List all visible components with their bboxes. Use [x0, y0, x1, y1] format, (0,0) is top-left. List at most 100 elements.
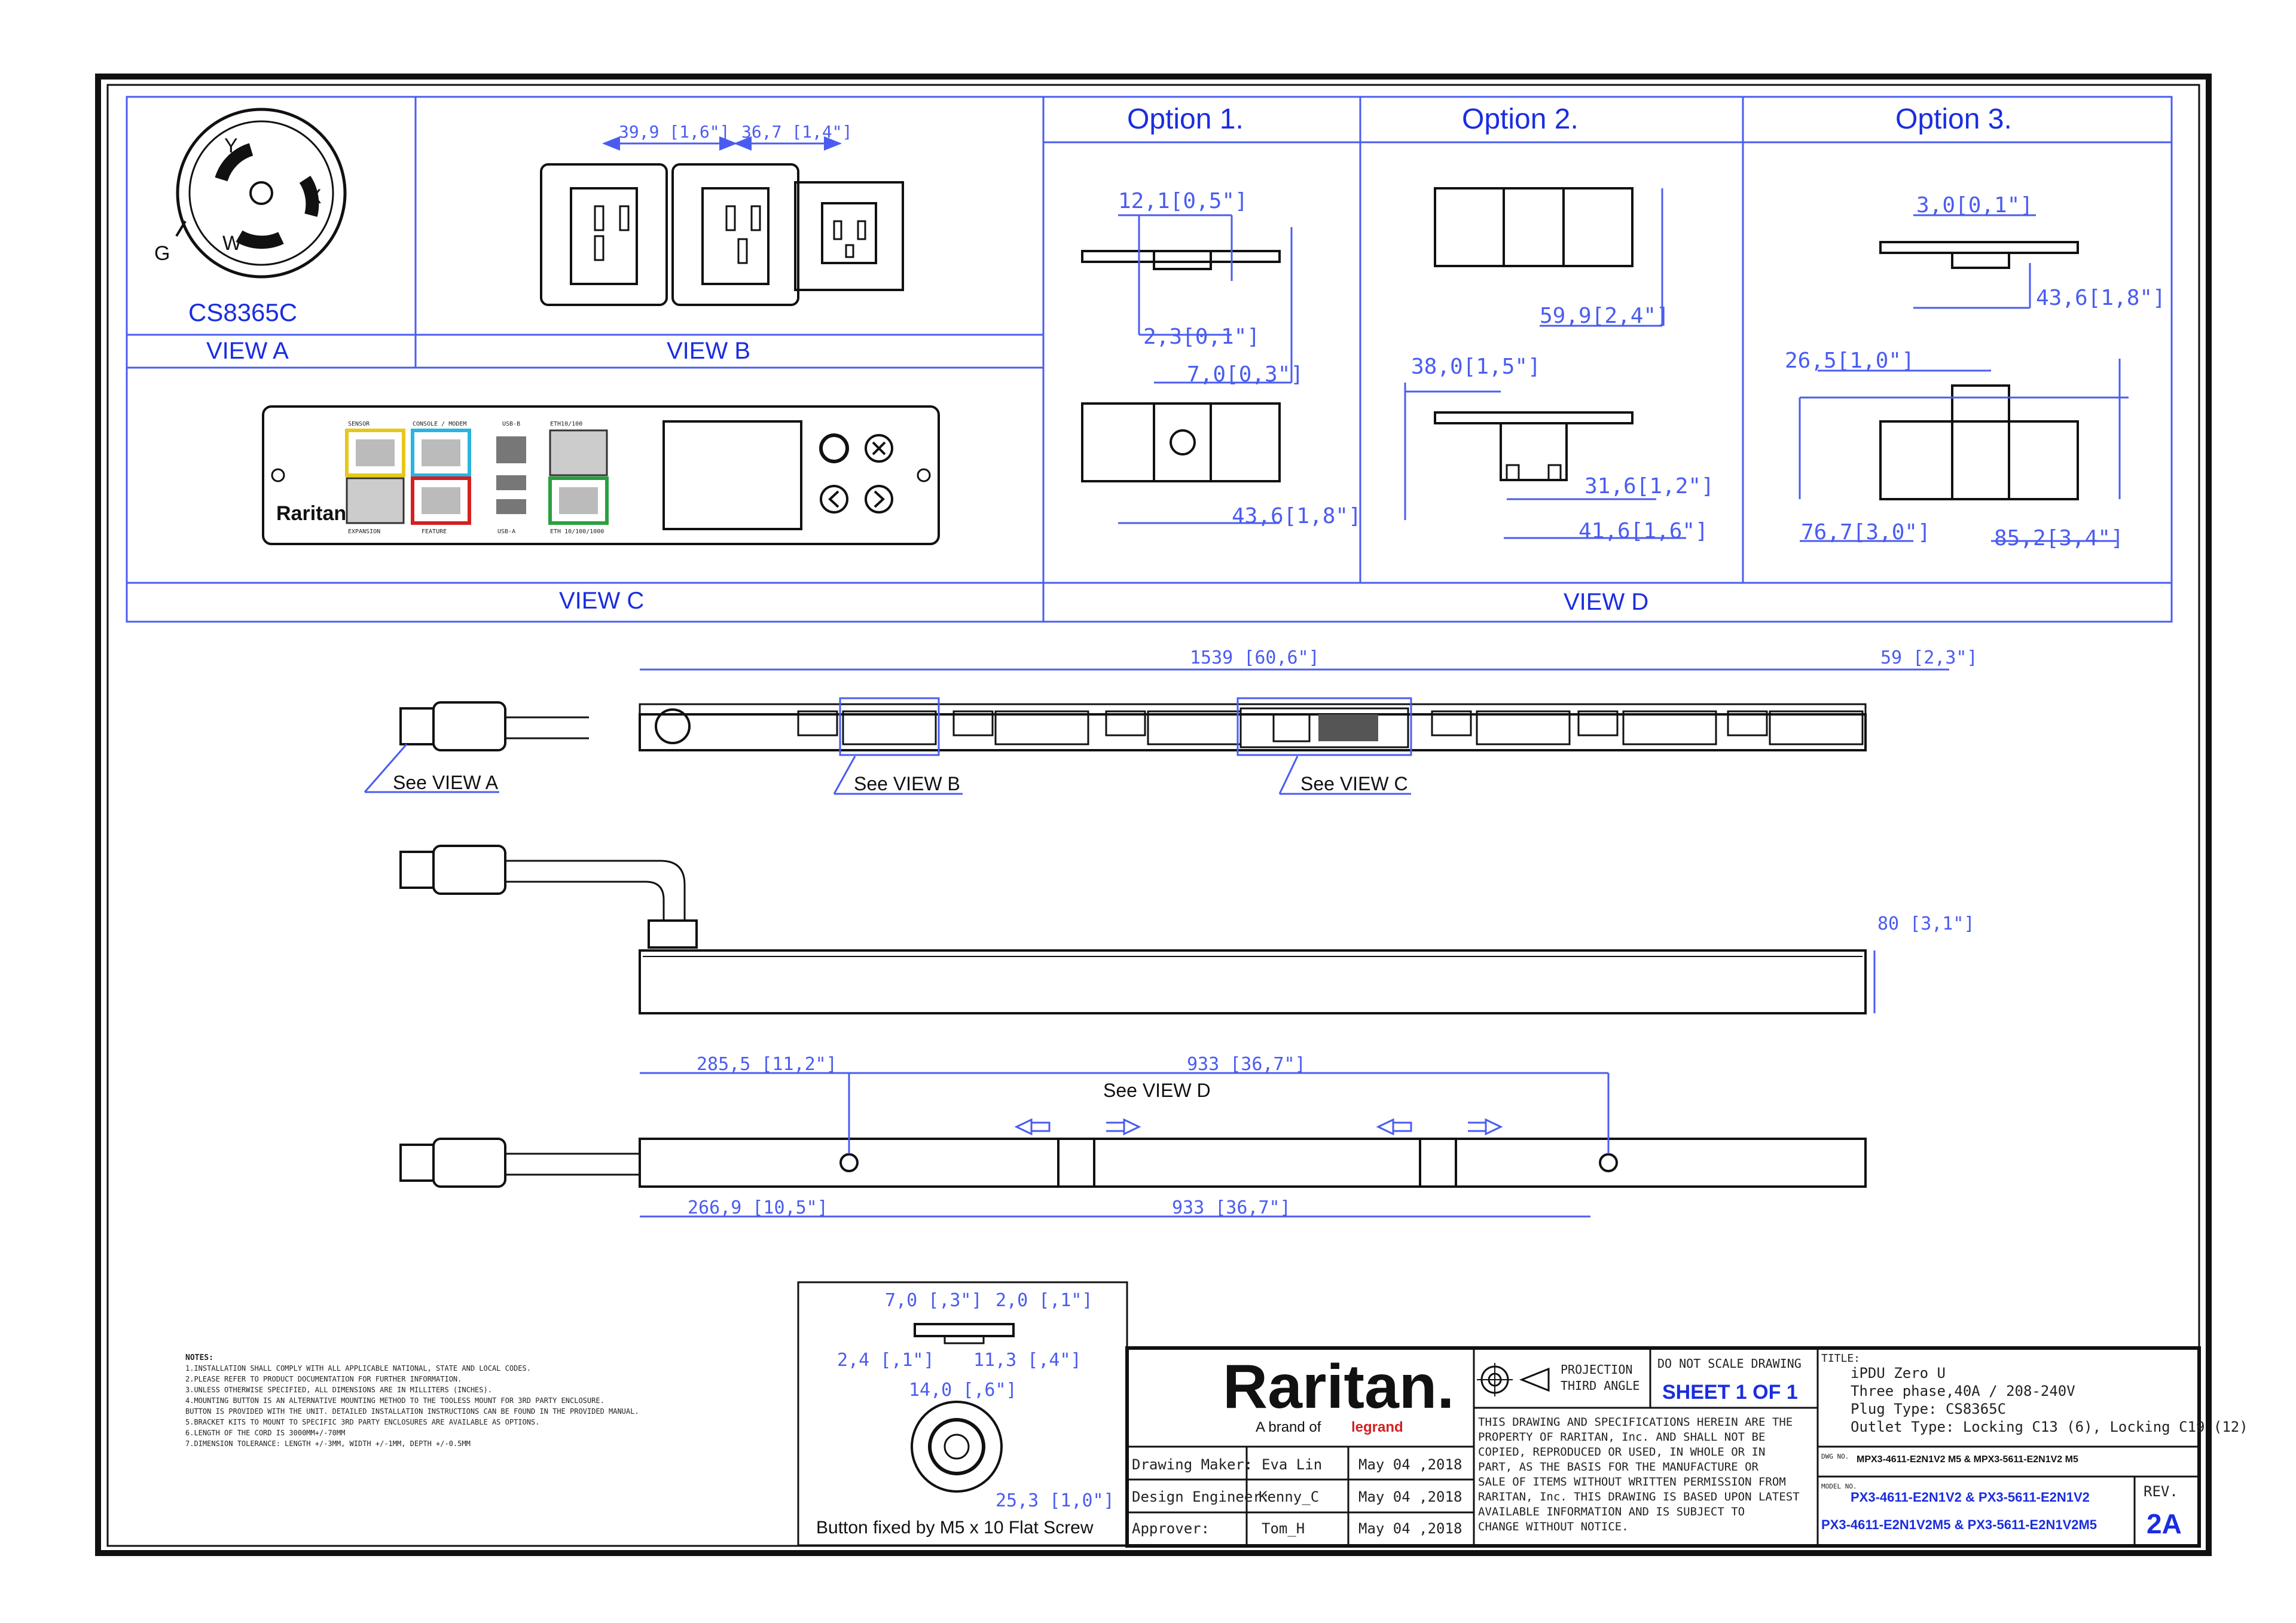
disclaimer-line: CHANGE WITHOUT NOTICE. [1478, 1520, 1629, 1533]
opt2-dim-1: 59,9[2,4"] [1540, 304, 1669, 328]
model-number-1: PX3-4611-E2N1V2 & PX3-5611-E2N1V2 [1851, 1490, 2090, 1505]
back-dim-2: 933 [36,7"] [1187, 1054, 1306, 1075]
pdu-front-view: 1539 [60,6"] 59 [2,3"] See VIEW A See VI… [364, 647, 1978, 795]
pin-y-label: Y [224, 135, 238, 157]
model-no-label: MODEL NO. [1821, 1483, 1857, 1490]
view-c-controller: Raritan SENSOR CONSOLE / MODEM USB-B ETH… [262, 405, 940, 545]
view-a-plug-face: Y X W G CS8365C [154, 108, 347, 326]
raritan-logo: Raritan. [1223, 1352, 1454, 1422]
pin-g-label: G [154, 242, 170, 265]
title-line: Three phase,40A / 208-240V [1851, 1383, 2075, 1399]
opt2-dim-3: 31,6[1,2"] [1584, 474, 1714, 499]
title-line: Outlet Type: Locking C13 (6), Locking C1… [1851, 1419, 2248, 1435]
opt3-dim-4: 76,7[3,0"] [1801, 520, 1931, 545]
option-1-drawing: 12,1[0,5"] 2,3[0,1"] 7,0[0,3"] 43,6[1,8"… [1081, 189, 1361, 528]
projection-angle: THIRD ANGLE [1561, 1379, 1639, 1393]
button-detail: 7,0 [,3"] 2,0 [,1"] 2,4 [,1"] 11,3 [,4"]… [797, 1281, 1128, 1546]
opt1-dim-3: 7,0[0,3"] [1187, 362, 1303, 387]
see-view-c: See VIEW C [1300, 773, 1408, 794]
opt1-dim-1: 12,1[0,5"] [1118, 189, 1248, 213]
note-line: 6.LENGTH OF THE CORD IS 3000MM+/-70MM [185, 1429, 345, 1437]
disclaimer-line: THIS DRAWING AND SPECIFICATIONS HEREIN A… [1478, 1416, 1793, 1429]
engineer-date: May 04 ,2018 [1358, 1488, 1462, 1505]
back-dim-3: 266,9 [10,5"] [688, 1197, 828, 1218]
port-label-console: CONSOLE / MODEM [413, 421, 466, 427]
sheet-number: SHEET 1 OF 1 [1662, 1381, 1798, 1404]
opt1-dim-4: 43,6[1,8"] [1232, 504, 1361, 528]
controller-brand: Raritan [276, 502, 346, 525]
view-b-dim-1: 39,9 [1,6"] [619, 122, 729, 142]
title-label: TITLE: [1821, 1352, 1860, 1365]
disclaimer-line: RARITAN, Inc. THIS DRAWING IS BASED UPON… [1478, 1490, 1800, 1503]
opt3-dim-3: 26,5[1,0"] [1785, 349, 1915, 373]
option-2-title: Option 2. [1462, 103, 1578, 135]
see-view-b: See VIEW B [854, 773, 960, 794]
view-b-outlets: 39,9 [1,6"] 36,7 [1,4"] [540, 122, 904, 306]
back-dim-1: 285,5 [11,2"] [697, 1054, 837, 1075]
top-views-grid [126, 96, 2173, 623]
view-b-label: VIEW B [667, 338, 750, 364]
port-label-usb-a: USB-A [497, 528, 515, 535]
port-label-sensor: SENSOR [348, 421, 370, 427]
notes-block: NOTES: 1.INSTALLATION SHALL COMPLY WITH … [185, 1353, 639, 1448]
note-line: 5.BRACKET KITS TO MOUNT TO SPECIFIC 3RD … [185, 1418, 539, 1426]
disclaimer-line: COPIED, REPRODUCED OR USED, IN WHOLE OR … [1478, 1445, 1765, 1459]
opt3-dim-5: 85,2[3,4"] [1994, 526, 2124, 551]
opt3-dim-2: 43,6[1,8"] [2036, 286, 2166, 310]
note-line: 7.DIMENSION TOLERANCE: LENGTH +/-3MM, WI… [185, 1439, 471, 1448]
title-block: Raritan. A brand of legrand Drawing Make… [1125, 1346, 2248, 1548]
option-2-drawing: 59,9[2,4"] 38,0[1,5"] 31,6[1,2"] 41,6[1,… [1404, 187, 1714, 543]
note-line: 2.PLEASE REFER TO PRODUCT DOCUMENTATION … [185, 1375, 462, 1383]
model-number-2: PX3-4611-E2N1V2M5 & PX3-5611-E2N1V2M5 [1821, 1517, 2097, 1532]
note-line: 4.MOUNTING BUTTON IS AN ALTERNATIVE MOUN… [185, 1396, 604, 1405]
disclaimer-line: AVAILABLE INFORMATION AND IS SUBJECT TO [1478, 1505, 1745, 1518]
view-a-label: VIEW A [206, 338, 289, 364]
title-line: iPDU Zero U [1851, 1365, 1946, 1381]
legrand-logo: legrand [1351, 1419, 1403, 1435]
pdu-side-view: 80 [3,1"] [399, 845, 1975, 1014]
rev-label: REV. [2144, 1483, 2178, 1500]
btn-dim-6: 25,3 [1,0"] [996, 1490, 1115, 1511]
note-line: 1.INSTALLATION SHALL COMPLY WITH ALL APP… [185, 1364, 531, 1373]
back-dim-4: 933 [36,7"] [1172, 1197, 1291, 1218]
option-3-title: Option 3. [1895, 103, 2012, 135]
view-c-label: VIEW C [559, 588, 644, 614]
option-3-drawing: 3,0[0,1"] 43,6[1,8"] 26,5[1,0"] 76,7[3,0… [1785, 193, 2166, 551]
revision: 2A [2147, 1508, 2182, 1539]
note-line: BUTTON IS PROVIDED WITH THE UNIT. DETAIL… [185, 1407, 639, 1416]
projection-label: PROJECTION [1561, 1362, 1632, 1377]
option-1-title: Option 1. [1127, 103, 1244, 135]
port-label-expansion: EXPANSION [348, 528, 380, 535]
port-label-eth1000: ETH 10/100/1000 [550, 528, 604, 535]
approver-date: May 04 ,2018 [1358, 1520, 1462, 1537]
view-d-label: VIEW D [1564, 589, 1648, 615]
disclaimer-line: SALE OF ITEMS WITHOUT WRITTEN PERMISSION… [1478, 1475, 1786, 1488]
see-view-a: See VIEW A [393, 772, 499, 793]
pin-x-label: X [308, 185, 322, 208]
no-scale-note: DO NOT SCALE DRAWING [1657, 1356, 1802, 1371]
opt1-dim-2: 2,3[0,1"] [1143, 325, 1260, 349]
third-angle-projection-icon [1477, 1363, 1550, 1396]
notes-title: NOTES: [185, 1353, 213, 1362]
pdu-overall-length: 1539 [60,6"] [1190, 647, 1320, 668]
pdu-depth: 59 [2,3"] [1880, 647, 1978, 668]
plug-type-label: CS8365C [188, 298, 297, 326]
outer-frame [95, 74, 2212, 1556]
note-line: 3.UNLESS OTHERWISE SPECIFIED, ALL DIMENS… [185, 1386, 492, 1394]
maker-name: Eva Lin [1262, 1456, 1322, 1473]
engineer-name: Kenny_C [1259, 1488, 1319, 1505]
disclaimer-line: PROPERTY OF RARITAN, Inc. AND SHALL NOT … [1478, 1431, 1765, 1444]
title-line: Plug Type: CS8365C [1851, 1401, 2006, 1417]
btn-dim-5: 14,0 [,6"] [909, 1380, 1017, 1401]
pin-w-label: W [222, 232, 242, 255]
disclaimer-line: PART, AS THE BASIS FOR THE MANUFACTURE O… [1478, 1460, 1759, 1474]
view-b-dim-2: 36,7 [1,4"] [741, 122, 852, 142]
see-view-d: See VIEW D [1103, 1080, 1211, 1101]
port-label-usb-b: USB-B [502, 421, 520, 427]
maker-date: May 04 ,2018 [1358, 1456, 1462, 1473]
btn-dim-2: 2,0 [,1"] [996, 1290, 1093, 1311]
btn-dim-3: 2,4 [,1"] [837, 1350, 935, 1371]
pdu-height: 80 [3,1"] [1877, 913, 1975, 934]
